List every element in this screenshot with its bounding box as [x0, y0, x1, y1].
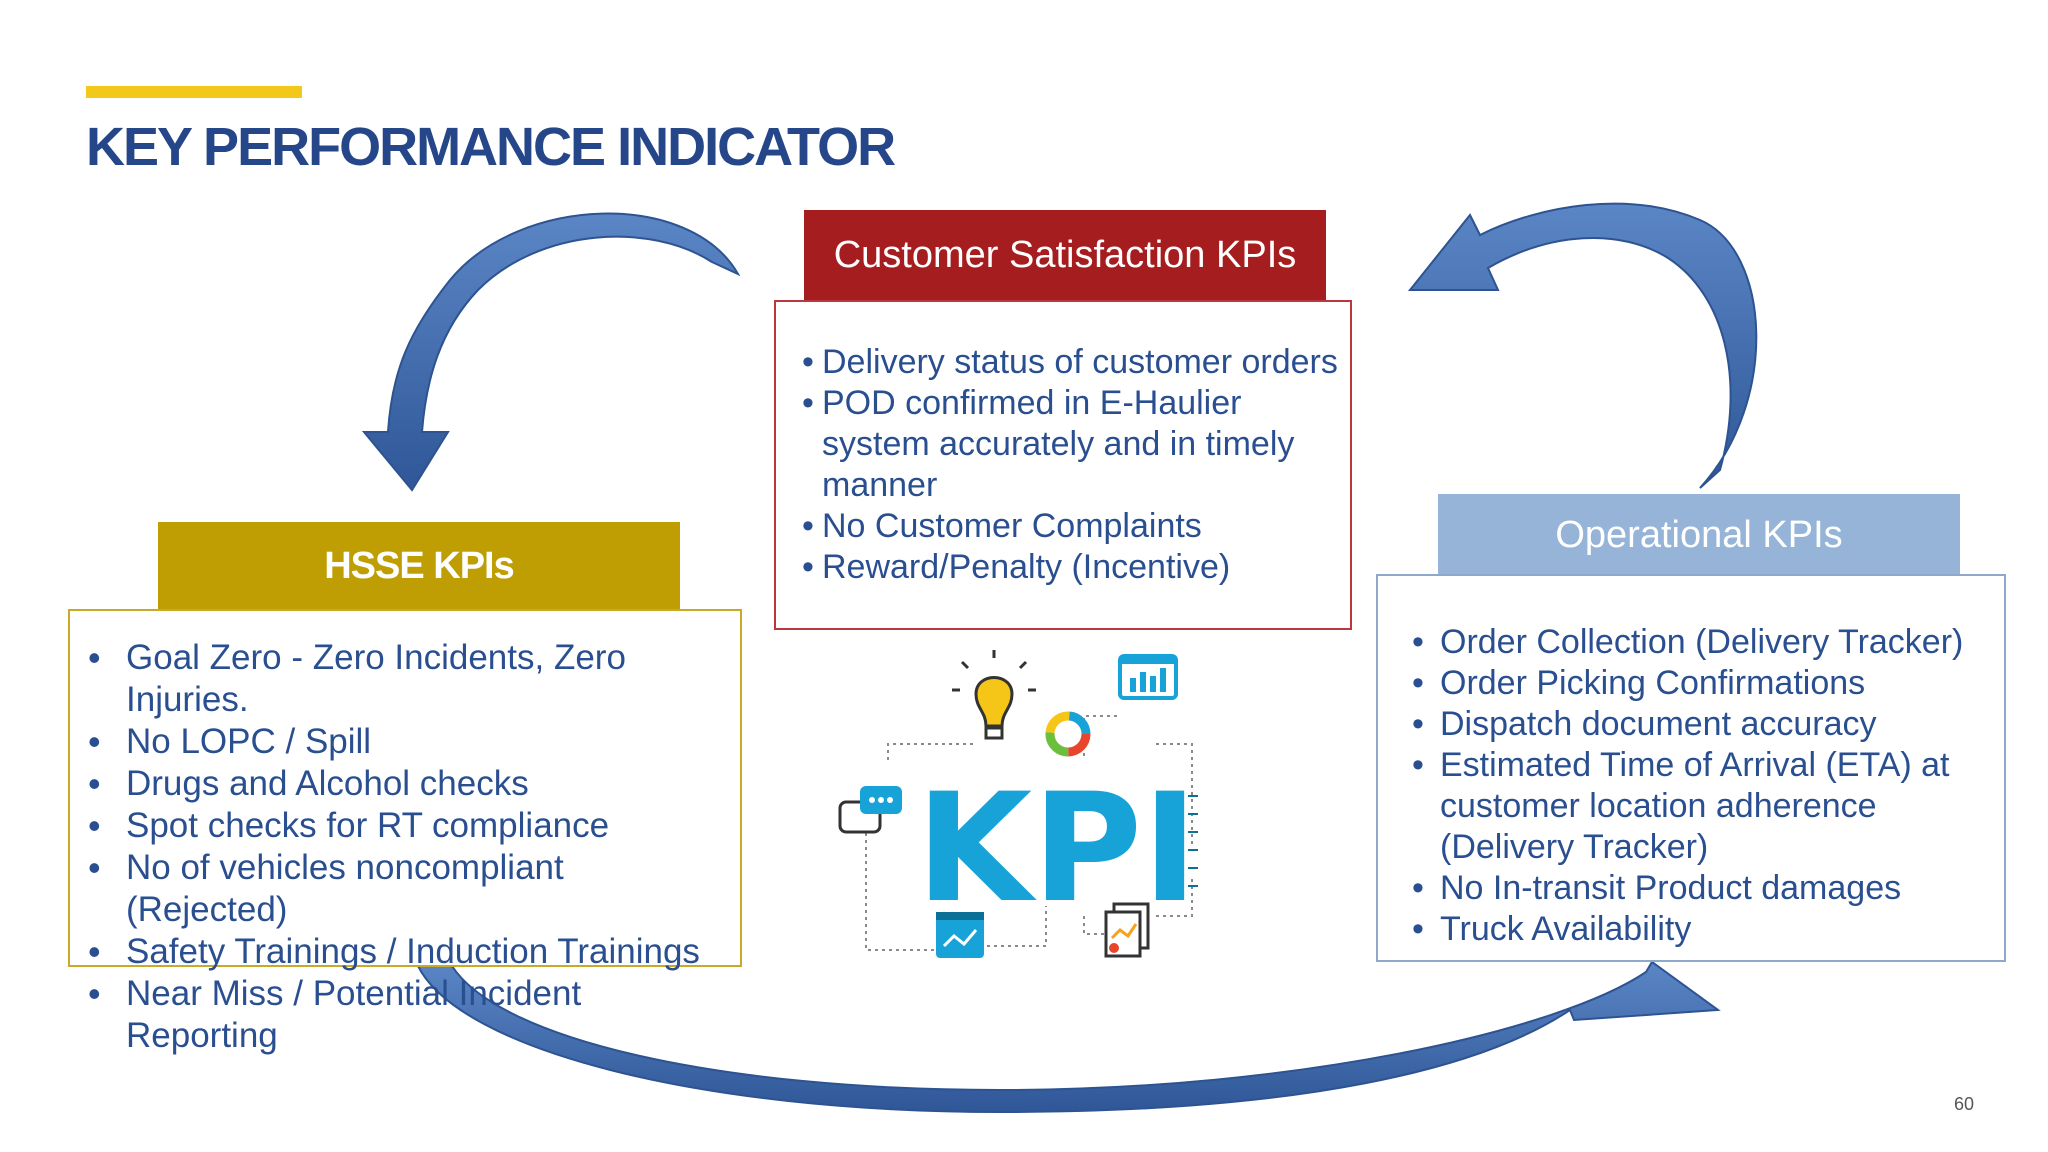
hsse-kpi-item: No of vehicles noncompliant (Rejected) — [80, 847, 730, 931]
operational-header: Operational KPIs — [1438, 494, 1960, 576]
operational-kpi-item: No In-transit Product damages — [1408, 868, 1994, 909]
arrow-operational-to-customer — [1407, 202, 1758, 489]
operational-kpi-list: Order Collection (Delivery Tracker) Orde… — [1408, 622, 1994, 950]
title-accent-bar — [86, 86, 302, 98]
customer-satisfaction-box: Delivery status of customer orders POD c… — [774, 300, 1352, 630]
operational-kpi-item: Truck Availability — [1408, 909, 1994, 950]
report-documents-icon — [1104, 902, 1150, 958]
customer-kpi-item: No Customer Complaints — [802, 506, 1340, 547]
hsse-kpi-item: Spot checks for RT compliance — [80, 805, 730, 847]
customer-kpi-list: Delivery status of customer orders POD c… — [802, 342, 1340, 588]
hsse-kpi-item: Goal Zero - Zero Incidents, Zero Injurie… — [80, 637, 730, 721]
operational-kpi-item: Order Collection (Delivery Tracker) — [1408, 622, 1994, 663]
hsse-header: HSSE KPIs — [158, 522, 680, 610]
hsse-kpi-item: No LOPC / Spill — [80, 721, 730, 763]
hsse-kpi-item: Safety Trainings / Induction Trainings — [80, 931, 730, 973]
customer-kpi-item: POD confirmed in E-Haulier system accura… — [802, 383, 1340, 506]
customer-satisfaction-header: Customer Satisfaction KPIs — [804, 210, 1326, 300]
lightbulb-brain-icon — [952, 650, 1036, 740]
arrow-customer-to-hsse — [361, 212, 741, 492]
page-number: 60 — [1954, 1094, 1975, 1114]
hsse-kpi-item: Near Miss / Potential Incident Reporting — [80, 973, 730, 1057]
arrow-hsse-to-operational — [416, 960, 1721, 1114]
operational-kpi-item: Order Picking Confirmations — [1408, 663, 1994, 704]
operational-box: Order Collection (Delivery Tracker) Orde… — [1376, 574, 2006, 962]
kpi-graphic-label: KPI — [916, 762, 1198, 936]
line-graph-window-icon — [936, 912, 984, 958]
operational-kpi-item: Dispatch document accuracy — [1408, 704, 1994, 745]
hsse-box: Goal Zero - Zero Incidents, Zero Injurie… — [68, 609, 742, 1055]
customer-kpi-item: Delivery status of customer orders — [802, 342, 1340, 383]
donut-chart-icon — [1045, 711, 1091, 757]
customer-kpi-item: Reward/Penalty (Incentive) — [802, 547, 1340, 588]
ruler-marks — [1188, 795, 1198, 887]
hsse-kpi-item: Drugs and Alcohol checks — [80, 763, 730, 805]
operational-kpi-item: Estimated Time of Arrival (ETA) at custo… — [1408, 745, 1994, 868]
kpi-illustration: KPI — [838, 650, 1198, 958]
page-title: KEY PERFORMANCE INDICATOR — [86, 117, 896, 177]
bar-chart-icon — [1118, 654, 1178, 700]
hsse-kpi-list: Goal Zero - Zero Incidents, Zero Injurie… — [80, 637, 730, 1057]
chat-bubbles-icon — [838, 786, 902, 834]
